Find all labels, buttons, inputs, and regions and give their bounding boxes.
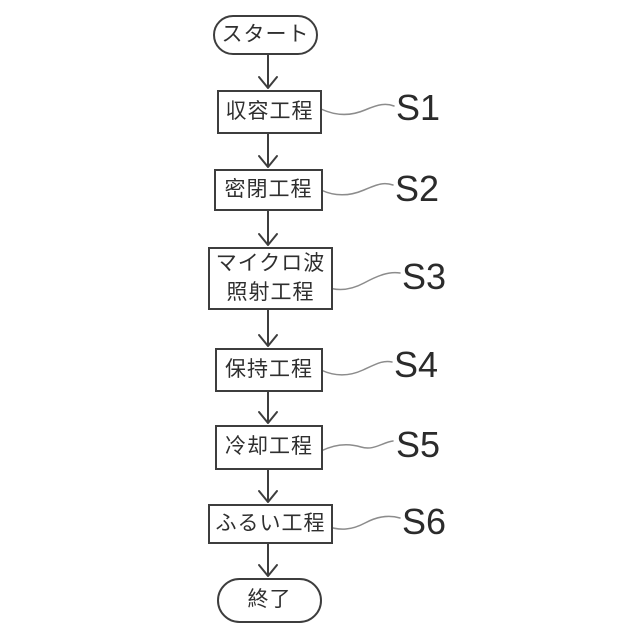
arrow-step5-to-step6 xyxy=(258,469,278,503)
leader-line-s6 xyxy=(325,515,401,530)
arrow-step4-to-step5 xyxy=(258,391,278,424)
step-label-s2: S2 xyxy=(395,168,440,209)
node-process-step2: 密閉工程 xyxy=(214,169,323,211)
node-start-terminal: スタート xyxy=(213,15,318,55)
leader-line-s4 xyxy=(320,360,393,376)
step-label-s5: S5 xyxy=(396,424,441,465)
node-step1-label: 収容工程 xyxy=(225,99,314,123)
arrow-step2-to-step3 xyxy=(258,210,278,246)
node-process-step6: ふるい工程 xyxy=(208,504,333,544)
step-label-s1: S1 xyxy=(396,87,441,128)
leader-line-s2 xyxy=(320,182,394,196)
node-end-terminal: 終了 xyxy=(217,578,322,623)
node-start-label: スタート xyxy=(221,22,310,46)
node-step3-label: マイクロ波 照射工程 xyxy=(215,252,326,304)
node-process-step4: 保持工程 xyxy=(215,348,323,392)
arrow-step1-to-step2 xyxy=(258,133,278,168)
arrow-step6-to-end xyxy=(258,543,278,577)
node-step6-label: ふるい工程 xyxy=(215,511,326,535)
step-label-s6: S6 xyxy=(402,501,447,542)
leader-line-s5 xyxy=(320,440,394,452)
node-step5-label: 冷却工程 xyxy=(225,435,313,459)
leader-line-s3 xyxy=(323,271,401,291)
node-process-step5: 冷却工程 xyxy=(215,425,323,470)
step-label-s3: S3 xyxy=(402,256,447,297)
arrow-step3-to-step4 xyxy=(258,309,278,347)
node-step2-label: 密閉工程 xyxy=(224,177,313,201)
node-step4-label: 保持工程 xyxy=(225,357,313,381)
node-process-step3: マイクロ波 照射工程 xyxy=(208,247,333,310)
node-end-label: 終了 xyxy=(247,588,292,612)
arrow-start-to-step1 xyxy=(258,54,278,89)
node-process-step1: 収容工程 xyxy=(217,90,322,134)
step-label-s4: S4 xyxy=(394,344,439,385)
leader-line-s1 xyxy=(320,103,395,116)
